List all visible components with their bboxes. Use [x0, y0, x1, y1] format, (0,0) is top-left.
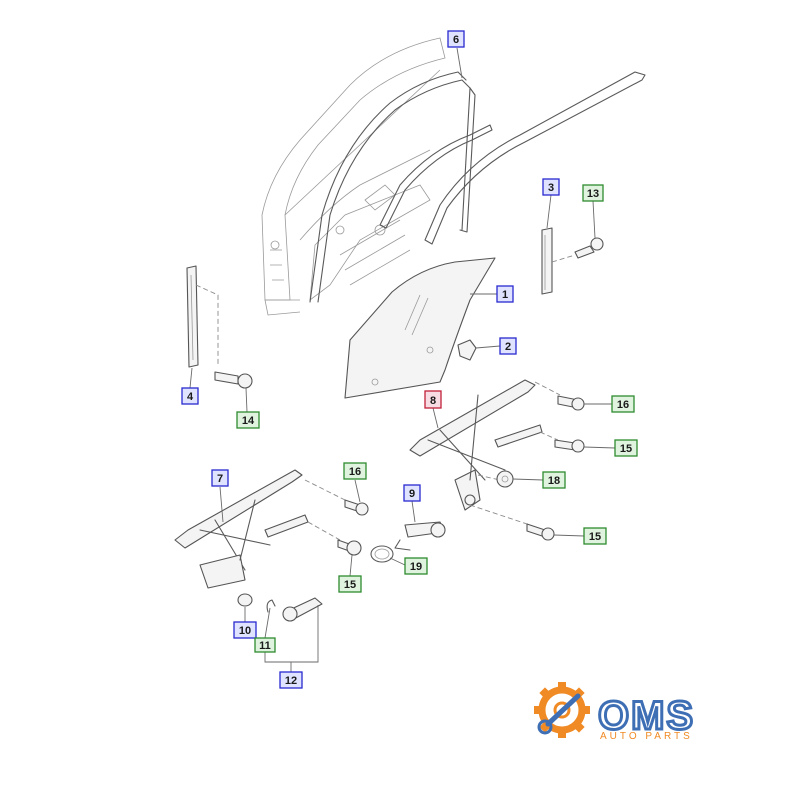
- bolt-16-upper: [557, 395, 585, 411]
- svg-text:15: 15: [589, 531, 601, 543]
- glass-clip: [457, 339, 477, 361]
- bolt-13: [551, 237, 604, 263]
- callout-15-left: 15: [338, 575, 362, 593]
- svg-text:10: 10: [239, 625, 251, 637]
- nut-18: [496, 470, 514, 488]
- window-regulator-lower: [174, 469, 346, 589]
- callout-2: 2: [499, 337, 517, 355]
- rear-run-channel: [541, 227, 553, 295]
- callout-9: 9: [403, 484, 421, 502]
- door-shell-drawing: [261, 37, 446, 316]
- callout-12: 12: [279, 671, 303, 689]
- oms-logo: OMS AUTO PARTS: [534, 682, 695, 742]
- callout-8: 8: [424, 390, 442, 409]
- svg-text:16: 16: [617, 399, 629, 411]
- svg-text:19: 19: [410, 561, 422, 573]
- escutcheon-19: [370, 545, 394, 563]
- callout-7: 7: [211, 469, 229, 487]
- callout-3: 3: [542, 178, 560, 196]
- callout-1: 1: [496, 285, 514, 303]
- washer-10: [237, 593, 253, 607]
- callout-19: 19: [404, 557, 428, 575]
- svg-text:1: 1: [502, 289, 508, 301]
- wrench-icon: [537, 693, 581, 735]
- callout-18: 18: [542, 471, 566, 489]
- svg-text:15: 15: [620, 443, 632, 455]
- handle-12: [282, 597, 323, 622]
- logo-tagline: AUTO PARTS: [600, 731, 693, 742]
- svg-text:18: 18: [548, 475, 560, 487]
- bolt-15-upper: [554, 439, 585, 453]
- bolt-15-lower: [526, 523, 555, 541]
- belt-weatherstrip-outer: [424, 71, 646, 245]
- svg-text:9: 9: [409, 488, 415, 500]
- svg-text:4: 4: [187, 391, 194, 403]
- svg-text:12: 12: [285, 675, 297, 687]
- callout-4: 4: [181, 387, 199, 405]
- callout-15-upper: 15: [614, 439, 638, 457]
- bolt-16-lower: [344, 499, 369, 516]
- svg-text:11: 11: [259, 640, 271, 652]
- svg-text:2: 2: [505, 341, 511, 353]
- front-run-channel: [186, 265, 219, 368]
- svg-text:14: 14: [242, 415, 255, 427]
- belt-weatherstrip-inner: [379, 124, 493, 229]
- bolt-15-left: [337, 539, 362, 556]
- svg-text:8: 8: [430, 395, 436, 407]
- svg-text:3: 3: [548, 182, 554, 194]
- gear-icon: [534, 682, 590, 738]
- callout-11: 11: [254, 637, 276, 653]
- svg-text:16: 16: [349, 466, 361, 478]
- callout-10: 10: [233, 621, 257, 639]
- callout-16-upper: 16: [611, 395, 635, 413]
- callout-15-lower: 15: [583, 527, 607, 545]
- bolt-14: [214, 371, 253, 389]
- window-regulator-upper: [409, 379, 561, 526]
- callout-6: 6: [447, 30, 465, 48]
- callout-16-lower: 16: [343, 462, 367, 480]
- svg-text:6: 6: [453, 34, 459, 46]
- regulator-handle-assembly: [394, 521, 446, 551]
- window-run-channel: [309, 71, 476, 303]
- clip-11: [266, 599, 276, 613]
- door-glass: [344, 257, 496, 399]
- callout-14: 14: [236, 411, 260, 429]
- svg-text:7: 7: [217, 473, 223, 485]
- svg-text:15: 15: [344, 579, 356, 591]
- callout-13: 13: [582, 184, 604, 202]
- leader-lines: [189, 47, 616, 672]
- logo-wordmark: OMS: [598, 694, 695, 738]
- svg-text:13: 13: [587, 188, 599, 200]
